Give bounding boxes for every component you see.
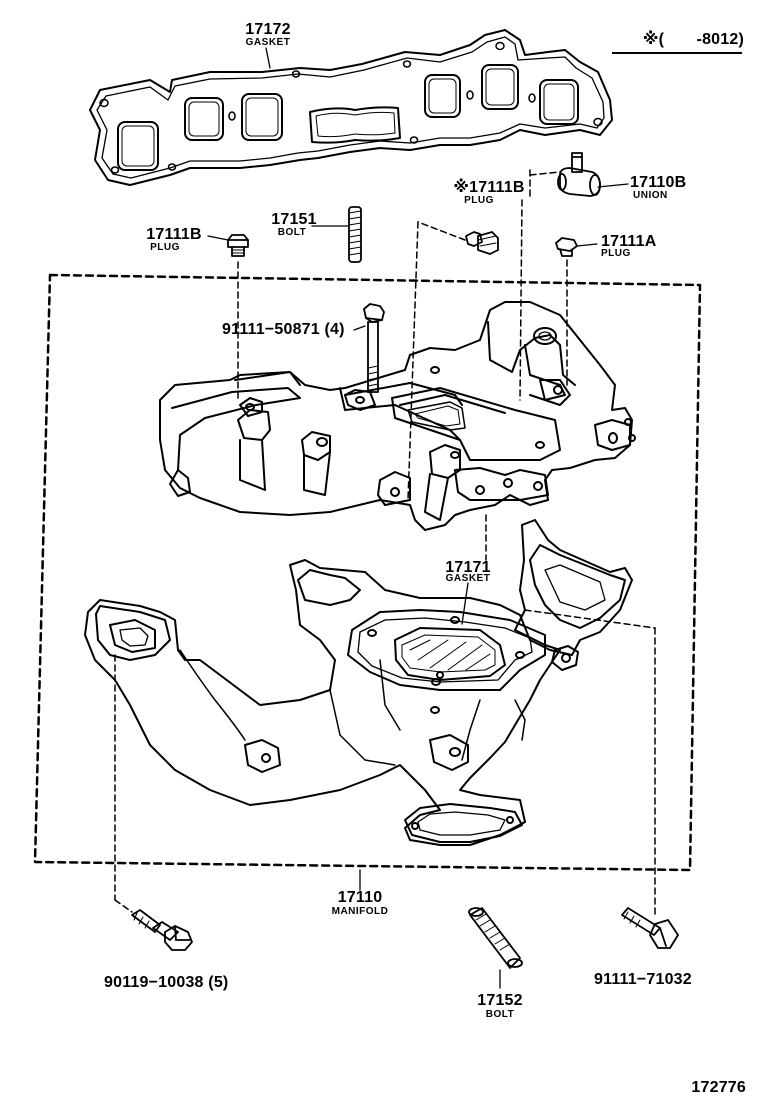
- plug-17111b-center-name: PLUG: [464, 195, 494, 206]
- bolt-17152-name: BOLT: [485, 1009, 515, 1020]
- union-17110b-name: UNION: [633, 190, 668, 201]
- header-note: ※( -8012): [642, 31, 744, 48]
- exhaust-manifold-drawing: [84, 519, 633, 846]
- bolt-90119-10038-number: 90119−10038 (5): [104, 974, 229, 991]
- header-note-underline: [612, 52, 742, 54]
- plug-17111a-number: 17111A: [601, 233, 657, 250]
- bolt-17151-name: BOLT: [277, 227, 307, 238]
- plug-17111b-left-number: 17111B: [146, 226, 202, 243]
- union-17110b-number: 17110B: [630, 174, 687, 191]
- intake-gasket-drawing: [89, 29, 613, 186]
- bolt-90119-10038-drawing: [131, 909, 193, 951]
- manifold-group-bracket: [33, 273, 702, 872]
- gasket-17172-name: GASKET: [245, 37, 291, 48]
- plug-17111b-left-name: PLUG: [150, 242, 180, 253]
- plug-17111b-left-drawing: [227, 234, 249, 257]
- plug-17111b-center-drawing: [465, 231, 499, 255]
- gasket-17171-number: 17171: [445, 559, 491, 576]
- gasket-17172-number: 17172: [245, 21, 291, 38]
- intake-manifold-drawing: [159, 301, 636, 531]
- bolt-17151-number: 17151: [271, 211, 317, 228]
- gasket-17171-name: GASKET: [445, 573, 491, 584]
- bolt-91111-71032-drawing: [621, 907, 679, 949]
- union-17110b-drawing: [557, 152, 601, 197]
- plug-17111a-name: PLUG: [601, 248, 631, 259]
- plug-17111a-drawing: [555, 237, 578, 257]
- bolt-17151-drawing: [348, 206, 362, 263]
- bolt-91111-71032-number: 91111−71032: [594, 971, 692, 988]
- plug-17111b-center-number: ※17111B: [453, 179, 525, 196]
- bolt-17152-drawing: [468, 907, 523, 969]
- manifold-17110-number: 17110: [337, 889, 383, 906]
- bolt-91111-50871-number: 91111−50871 (4): [222, 321, 345, 338]
- manifold-17110-name: MANIFOLD: [331, 906, 389, 917]
- dashed-leader-lines: [114, 169, 656, 916]
- bolt-17152-number: 17152: [477, 992, 523, 1009]
- figure-code: 172776: [691, 1079, 746, 1096]
- solid-leader-lines: [207, 47, 629, 989]
